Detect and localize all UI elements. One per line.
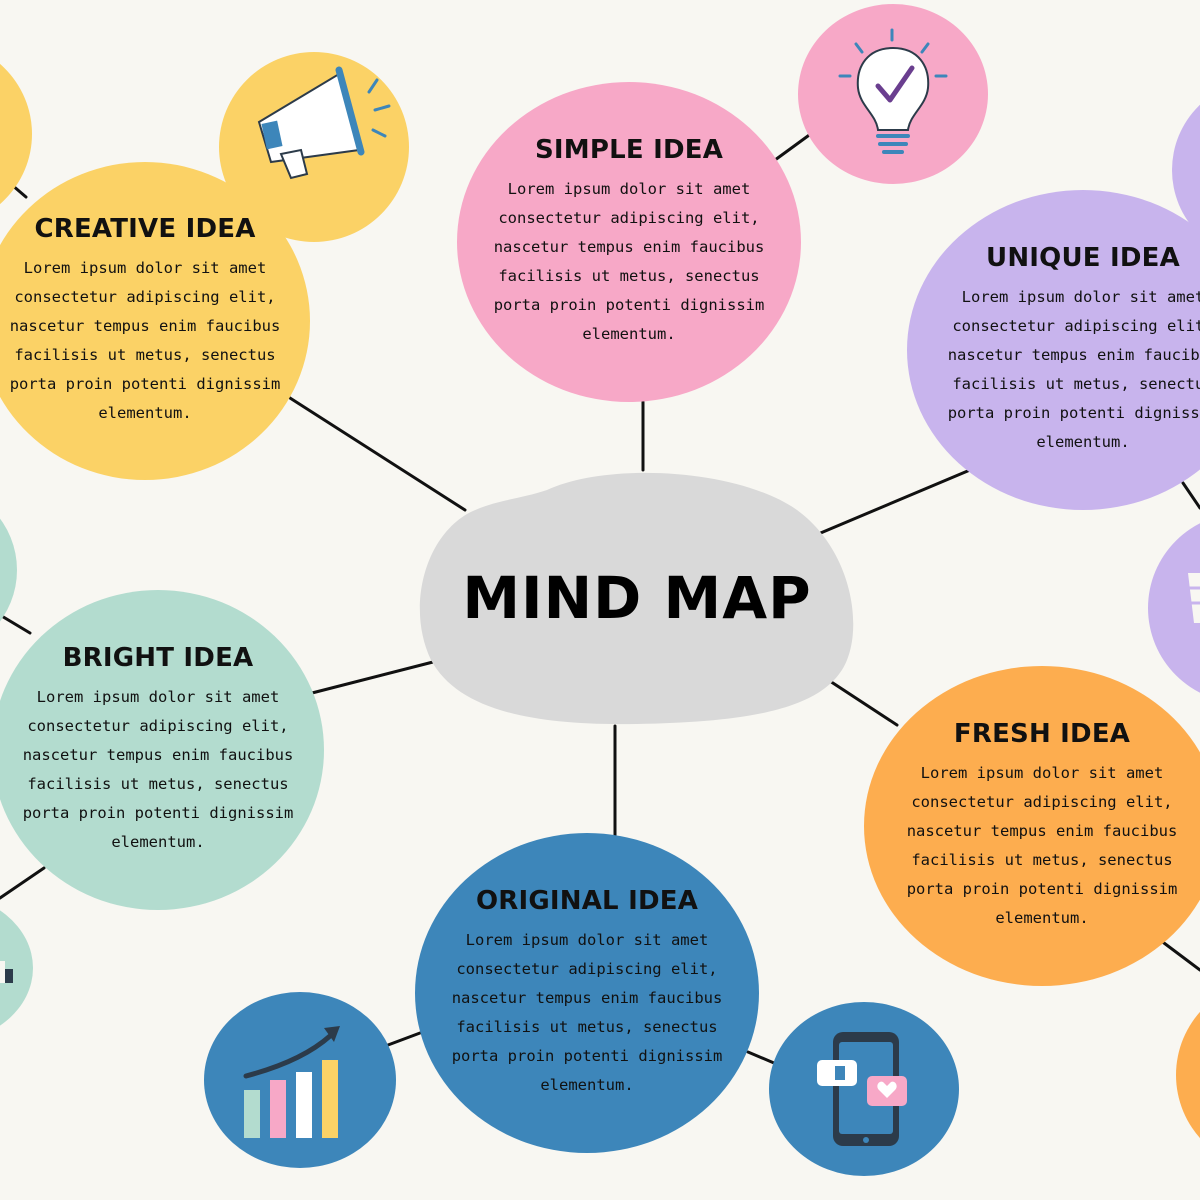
node-body: Lorem ipsum dolor sit amet consectetur a… bbox=[906, 764, 1178, 927]
link-original-phone bbox=[746, 1050, 776, 1065]
node-body: Lorem ipsum dolor sit amet consectetur a… bbox=[947, 288, 1200, 451]
center-title: MIND MAP bbox=[462, 564, 812, 632]
node-title: ORIGINAL IDEA bbox=[475, 886, 699, 916]
link-fresh-edge bbox=[1158, 938, 1200, 972]
lightbulb-check-icon bbox=[838, 28, 948, 154]
growth-chart-icon bbox=[243, 1026, 340, 1138]
center-node: MIND MAP bbox=[417, 470, 857, 726]
node-title: SIMPLE IDEA bbox=[534, 135, 724, 165]
node-simple-idea: SIMPLE IDEA Lorem ipsum dolor sit amet c… bbox=[457, 82, 801, 402]
node-title: UNIQUE IDEA bbox=[986, 243, 1180, 273]
node-body: Lorem ipsum dolor sit amet consectetur a… bbox=[22, 688, 294, 851]
megaphone-icon bbox=[257, 66, 391, 180]
node-body: Lorem ipsum dolor sit amet consectetur a… bbox=[9, 259, 281, 422]
lightbulb-bubble bbox=[798, 4, 988, 184]
node-body: Lorem ipsum dolor sit amet consectetur a… bbox=[451, 931, 723, 1094]
link-original-growth bbox=[386, 1031, 422, 1047]
link-center-unique bbox=[802, 468, 972, 542]
link-center-creative bbox=[288, 396, 467, 512]
link-simple-bulb bbox=[773, 131, 814, 162]
edge-bubble-mint-icon bbox=[0, 961, 13, 983]
megaphone-bubble bbox=[219, 52, 409, 242]
link-center-bright bbox=[310, 660, 435, 695]
node-original-idea: ORIGINAL IDEA Lorem ipsum dolor sit amet… bbox=[415, 833, 759, 1153]
node-title: FRESH IDEA bbox=[953, 719, 1131, 749]
node-body: Lorem ipsum dolor sit amet consectetur a… bbox=[493, 180, 765, 343]
edge-bubble-lavender-bottom bbox=[1148, 513, 1200, 703]
node-fresh-idea: FRESH IDEA Lorem ipsum dolor sit amet co… bbox=[864, 666, 1200, 986]
edge-bubble-mint-bottom bbox=[0, 893, 33, 1043]
growth-chart-bubble bbox=[204, 992, 396, 1168]
node-bright-idea: BRIGHT IDEA Lorem ipsum dolor sit amet c… bbox=[0, 590, 324, 910]
edge-bubble-lavender-icon bbox=[1188, 573, 1200, 623]
link-bright-edge-top bbox=[0, 613, 32, 635]
phone-social-bubble bbox=[769, 1002, 959, 1176]
node-title: CREATIVE IDEA bbox=[34, 214, 256, 244]
link-unique-edge-bottom bbox=[1181, 481, 1200, 510]
center-blob-shape bbox=[419, 472, 854, 725]
node-title: BRIGHT IDEA bbox=[62, 643, 254, 673]
node-unique-idea: UNIQUE IDEA Lorem ipsum dolor sit amet c… bbox=[907, 190, 1200, 510]
phone-social-icon bbox=[817, 1032, 907, 1146]
link-bright-edge-bottom bbox=[0, 866, 46, 900]
